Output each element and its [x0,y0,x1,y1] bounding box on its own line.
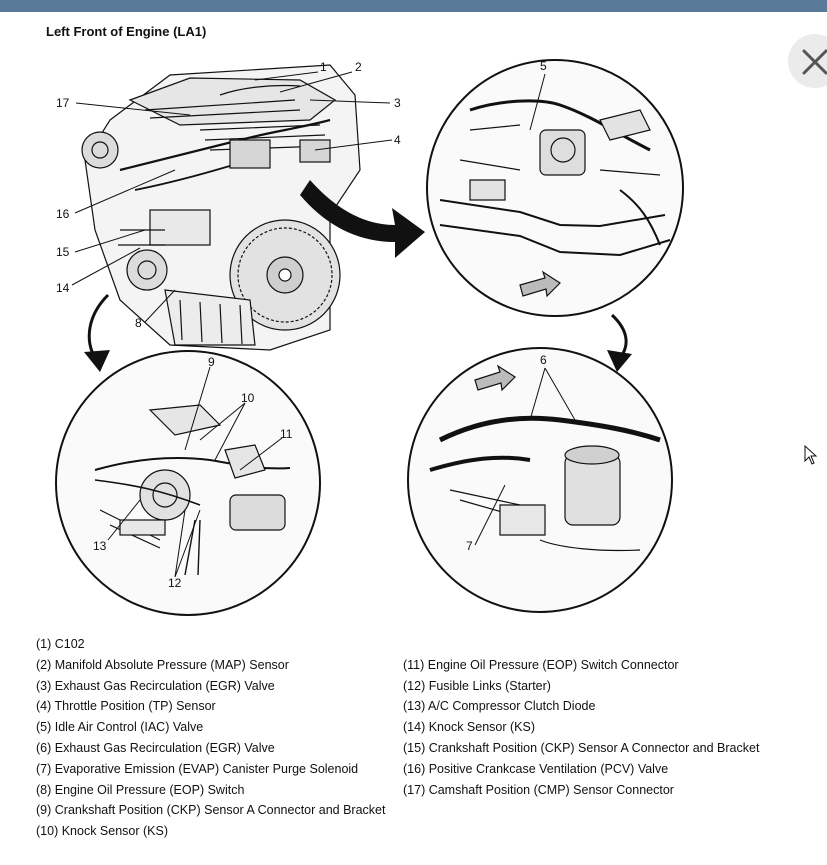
page-title: Left Front of Engine (LA1) [46,24,207,39]
arrowhead-left [84,350,110,372]
callout-13: 13 [93,539,107,553]
legend-item: (5) Idle Air Control (IAC) Valve [36,720,204,735]
engine-diagram: 1 2 3 4 5 6 7 8 9 10 11 12 13 14 15 16 1… [55,59,684,616]
legend-item: (3) Exhaust Gas Recirculation (EGR) Valv… [36,678,275,693]
window-top-bar [0,0,827,12]
mouse-cursor-icon [804,445,818,465]
close-button[interactable] [788,34,827,88]
zoom-arrow-bottom-left [87,293,110,361]
legend-item: (17) Camshaft Position (CMP) Sensor Conn… [403,782,674,797]
legend-item: (16) Positive Crankcase Ventilation (PCV… [403,761,669,776]
detail-circle-evap-solenoid [407,347,673,613]
legend-item: (14) Knock Sensor (KS) [403,720,535,735]
callout-16: 16 [56,207,70,221]
callout-14: 14 [56,281,70,295]
detail-circle-iac-valve [426,59,684,317]
legend-item: (9) Crankshaft Position (CKP) Sensor A C… [36,803,386,818]
callout-5: 5 [540,59,547,73]
callout-15: 15 [56,245,70,259]
callout-9: 9 [208,355,215,369]
legend-item: (13) A/C Compressor Clutch Diode [403,699,596,714]
engine-illustration [81,64,361,351]
callout-11: 11 [280,427,293,441]
legend-item: (11) Engine Oil Pressure (EOP) Switch Co… [403,657,679,672]
callout-10: 10 [241,391,255,405]
legend-item: (15) Crankshaft Position (CKP) Sensor A … [403,740,760,755]
detail-circle-starter-area [55,350,321,616]
legend-column-left: (1) C102 (2) Manifold Absolute Pressure … [36,634,385,842]
callout-6: 6 [540,353,547,367]
callout-2: 2 [355,60,362,74]
legend-item: (8) Engine Oil Pressure (EOP) Switch [36,782,245,797]
legend-item: (4) Throttle Position (TP) Sensor [36,699,216,714]
legend-item: (7) Evaporative Emission (EVAP) Canister… [36,761,359,776]
legend-item: (6) Exhaust Gas Recirculation (EGR) Valv… [36,740,275,755]
legend-item: (1) C102 [36,637,85,651]
close-icon [802,49,827,75]
arrowhead-right [607,350,632,372]
legend-item: (10) Knock Sensor (KS) [36,824,168,839]
callout-17: 17 [56,96,70,110]
callout-1: 1 [320,60,327,74]
callout-12: 12 [168,576,182,590]
legend-item: (2) Manifold Absolute Pressure (MAP) Sen… [36,657,289,672]
leader-lines [71,71,576,578]
callout-3: 3 [394,96,401,110]
callout-7: 7 [466,539,473,553]
zoom-arrow-top-right [300,180,425,258]
callout-8: 8 [135,316,142,330]
legend-item: (12) Fusible Links (Starter) [403,678,551,693]
callout-4: 4 [394,133,401,147]
legend-column-right: (11) Engine Oil Pressure (EOP) Switch Co… [403,655,759,801]
